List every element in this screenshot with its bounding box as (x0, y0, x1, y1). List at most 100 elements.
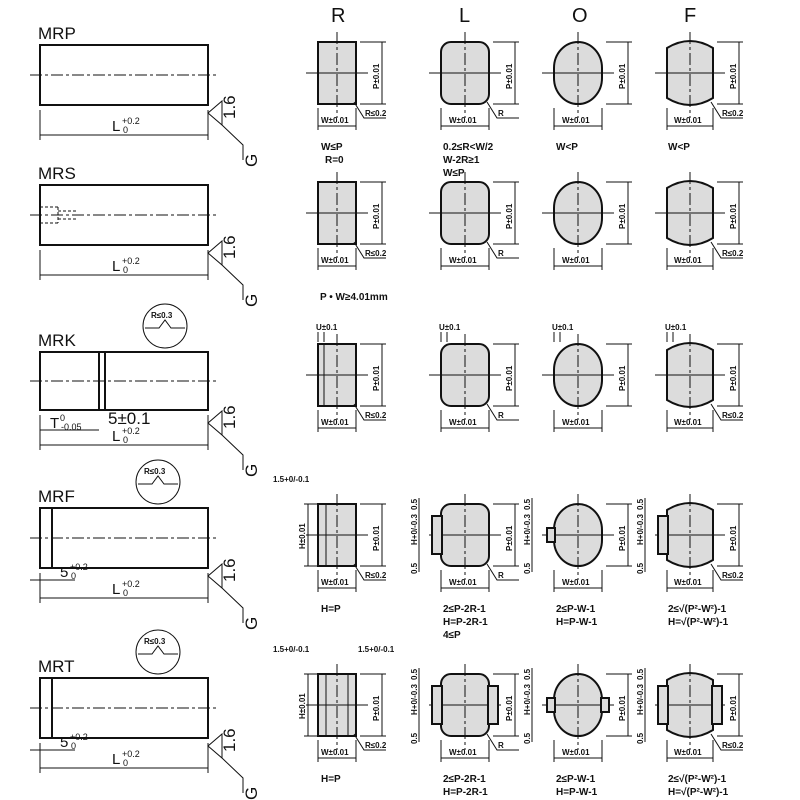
condition-text: 2≤P-2R-1 (443, 604, 486, 615)
radius-leader (353, 733, 386, 751)
shape-cell-o: P±0.01W±0.010.5H+0/-0.30.52≤P-W-1H=P-W-1 (523, 494, 632, 628)
h3-label: H+0/-0.3 (523, 684, 532, 715)
row-label: MRS (38, 164, 76, 183)
tolerance-upper: +0.2 (70, 562, 88, 572)
radius-label: R≤0.2 (365, 109, 387, 118)
u-label: U±0.1 (316, 323, 338, 332)
condition-text: 4≤P (443, 630, 461, 641)
flat-tolerance-label: 1.5+0/-0.1 (358, 645, 395, 654)
condition-text: W<P (668, 142, 690, 153)
roughness-value: 1.6 (220, 558, 239, 582)
length-tolerance: L+0.20 (112, 579, 140, 598)
radius-label: R≤0.2 (722, 571, 744, 580)
w-label: W±0.01 (449, 418, 477, 427)
radius-label: R (498, 411, 504, 420)
radius-leader (710, 733, 743, 751)
p-dimension (717, 673, 743, 737)
p-dimension (606, 181, 632, 245)
half-label: 0.5 (410, 668, 419, 680)
tolerance-upper: 0 (60, 413, 65, 423)
tolerance-base: L (112, 751, 120, 768)
w-label: W±0.01 (449, 578, 477, 587)
radius-label: R (498, 109, 504, 118)
half-label: 0.5 (523, 562, 532, 574)
tolerance-upper: +0.2 (122, 116, 140, 126)
h-label: H±0.01 (298, 523, 307, 549)
length-tolerance: L+0.20 (112, 426, 140, 445)
radius-label: R≤0.2 (365, 249, 387, 258)
p-label: P±0.01 (372, 63, 381, 89)
half-label: 0.5 (636, 498, 645, 510)
w-dimension (317, 108, 357, 130)
shape-cell-r: P±0.01W±0.01R≤0.2U±0.1 (306, 323, 387, 432)
roughness-value: 1.6 (220, 95, 239, 119)
condition-text: H=P-2R-1 (443, 787, 488, 798)
w-label: W±0.01 (449, 116, 477, 125)
shape-cell-f: P±0.01W±0.01R≤0.2U±0.1 (655, 323, 744, 432)
w-dimension (553, 410, 603, 432)
w-dimension (553, 570, 603, 592)
tapped-hole (40, 206, 78, 224)
detail-circle (142, 303, 188, 349)
w-label: W±0.01 (321, 116, 349, 125)
u-label: U±0.1 (665, 323, 687, 332)
w-label: W±0.01 (674, 748, 702, 757)
p-label: P±0.01 (372, 525, 381, 551)
radius-leader (710, 101, 743, 119)
condition-text: W<P (556, 142, 578, 153)
shape-cell-o: P±0.01W±0.01W<P (542, 32, 632, 153)
condition-text: R=0 (325, 155, 344, 166)
detail-profile (138, 645, 178, 655)
p-label: P±0.01 (729, 203, 738, 229)
p-label: P±0.01 (372, 365, 381, 391)
flat-tab (600, 697, 610, 713)
length-tolerance: L+0.20 (112, 256, 140, 275)
detail-profile (145, 319, 185, 329)
h3-label: H+0/-0.3 (636, 514, 645, 545)
tolerance-lower: 0 (71, 741, 76, 751)
w-label: W±0.01 (674, 256, 702, 265)
p-dimension (717, 181, 743, 245)
half-label: 0.5 (523, 732, 532, 744)
radius-leader (710, 241, 743, 259)
p-label: P±0.01 (505, 203, 514, 229)
h3-label: H+0/-0.3 (636, 684, 645, 715)
p-dimension (493, 41, 519, 105)
tolerance-upper: +0.2 (122, 426, 140, 436)
h-label: H±0.01 (298, 693, 307, 719)
p-dimension (360, 343, 386, 407)
w-dimension (440, 410, 490, 432)
half-label: 0.5 (523, 498, 532, 510)
flat-tab (711, 685, 723, 725)
shape-cell-f: P±0.01W±0.01R≤0.20.5H+0/-0.30.52≤√(P²-W²… (636, 664, 744, 798)
shape-cell-f: P±0.01W±0.01R≤0.20.5H+0/-0.30.52≤√(P²-W²… (636, 494, 744, 628)
w-label: W±0.01 (562, 578, 590, 587)
condition-text: H=√(P²-W²)-1 (668, 617, 729, 628)
radius-label: R≤0.2 (722, 411, 744, 420)
column-header-F: F (684, 5, 696, 27)
w-label: W±0.01 (321, 748, 349, 757)
tolerance-base: L (112, 118, 120, 135)
w-dimension (666, 248, 714, 270)
p-dimension (493, 181, 519, 245)
tolerance-base: 5 (60, 734, 68, 751)
p-dimension (717, 41, 743, 105)
tolerance-base: L (112, 581, 120, 598)
grind-mark: G (242, 787, 261, 800)
flat-tab (546, 697, 556, 713)
condition-text: H=P-W-1 (556, 617, 598, 628)
tolerance-lower: -0.05 (61, 422, 82, 432)
p-dimension (717, 503, 743, 567)
p-label: P±0.01 (729, 63, 738, 89)
detail-circle (135, 459, 181, 505)
groove-width: 5±0.1 (108, 409, 150, 428)
p-label: P±0.01 (618, 525, 627, 551)
w-label: W±0.01 (674, 578, 702, 587)
roughness-symbol-icon (207, 99, 244, 160)
radius-leader (353, 101, 386, 119)
p-dimension (606, 41, 632, 105)
half-label: 0.5 (410, 562, 419, 574)
h3-label: H+0/-0.3 (523, 514, 532, 545)
